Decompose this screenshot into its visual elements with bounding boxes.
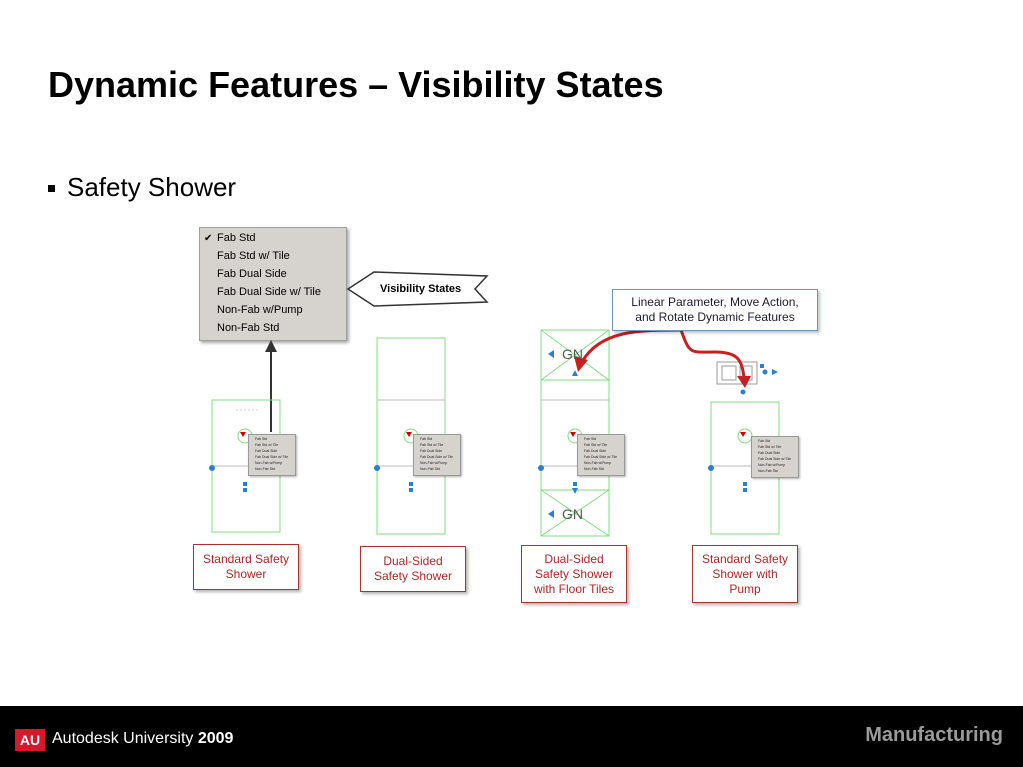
red-arrow-to-tiles: [580, 328, 682, 363]
mini-item: Non-Fab Std: [758, 469, 778, 473]
mini-item: Fab Dual Side w/ Tile: [420, 455, 454, 459]
bullet-square-icon: [48, 185, 55, 192]
caption-line: Standard Safety: [202, 552, 290, 566]
blue-grip-2b-icon: [409, 482, 413, 486]
menu-item-fab-dual-side-tile[interactable]: Fab Dual Side w/ Tile: [217, 286, 321, 298]
mini-item: Fab Std: [255, 437, 268, 441]
blue-grip-3b-icon: [573, 482, 577, 486]
blue-grip-4b-icon: [743, 482, 747, 486]
mini-menu-3[interactable]: Fab Std Fab Std w/ Tile Fab Dual Side Fa…: [577, 434, 625, 476]
mini-item: Fab Std w/ Tile: [758, 445, 782, 449]
drawing-dual-sided-tiles: [540, 329, 610, 537]
mini-item: Non-Fab Std: [420, 467, 440, 471]
gn-label-bottom: GN: [562, 506, 583, 522]
blue-grip-2-icon: [374, 465, 380, 471]
au-logo: AU: [15, 729, 45, 751]
brand-text: Autodesk University: [52, 730, 194, 747]
blue-grip-1-icon: [209, 465, 215, 471]
linear-callout-line2: and Rotate Dynamic Features: [635, 310, 795, 324]
grip-3-bottom-up-icon: [572, 488, 578, 494]
blue-grip-1c-icon: [243, 488, 247, 492]
blue-grip-2c-icon: [409, 488, 413, 492]
menu-item-fab-std[interactable]: Fab Std: [217, 232, 256, 244]
caption-line: Shower with: [712, 566, 778, 581]
red-grip-4-icon: [740, 432, 746, 437]
up-arrow-head-icon: [265, 340, 277, 352]
mini-item: Fab Dual Side: [255, 449, 278, 453]
mini-item: Fab Std w/ Tile: [420, 443, 444, 447]
track-label: Manufacturing: [865, 724, 1003, 746]
pump-symbol: [716, 361, 758, 385]
mini-item: Fab Dual Side: [420, 449, 443, 453]
blue-grip-3-icon: [538, 465, 544, 471]
brand-name: Autodesk University 2009: [52, 730, 233, 748]
diagram-graphics: [209, 271, 780, 537]
brand-year: 2009: [197, 730, 234, 747]
linear-callout-line1: Linear Parameter, Move Action,: [631, 295, 799, 309]
mini-item: Fab Std: [758, 439, 771, 443]
red-grip-1-icon: [240, 432, 246, 437]
caption-standard-shower: Standard Safety Shower: [193, 544, 299, 590]
visibility-states-menu[interactable]: ✔ Fab Std Fab Std w/ Tile Fab Dual Side …: [199, 227, 347, 341]
mini-item: Fab Dual Side w/ Tile: [584, 455, 618, 459]
pump-grip-d-icon: [760, 364, 764, 368]
mini-item: Fab Dual Side w/ Tile: [758, 457, 792, 461]
pump-grip-c-icon: [772, 369, 778, 375]
mini-item: Non-Fab Std: [584, 467, 604, 471]
caption-line: Safety Shower: [373, 569, 453, 583]
caption-line: Dual-Sided: [383, 554, 443, 568]
grip-3-top-down-icon: [572, 370, 578, 376]
mini-item: Fab Std: [420, 437, 433, 441]
menu-item-non-fab-std[interactable]: Non-Fab Std: [217, 322, 280, 334]
blue-grip-4c-icon: [743, 488, 747, 492]
pump-grip-a-icon: [740, 389, 746, 395]
mini-item: Non-Fab w/Pump: [584, 461, 612, 465]
caption-line: Safety Shower: [534, 566, 614, 581]
mini-item: Non-Fab w/Pump: [420, 461, 448, 465]
linear-parameter-callout: Linear Parameter, Move Action, and Rotat…: [612, 289, 818, 331]
mini-item: Non-Fab Std: [255, 467, 275, 471]
red-arrow-to-pump-head-icon: [737, 376, 751, 388]
blue-grip-1b-icon: [243, 482, 247, 486]
grip-3-bottom-left-icon: [548, 510, 554, 518]
gn-label-top: GN: [562, 346, 583, 362]
mini-item: Fab Dual Side: [758, 451, 781, 455]
slide-title: Dynamic Features – Visibility States: [48, 64, 664, 105]
caption-shower-pump: Standard Safety Shower with Pump: [692, 545, 798, 603]
red-grip-3-icon: [570, 432, 576, 437]
caption-dual-sided-shower: Dual-Sided Safety Shower: [360, 546, 466, 592]
visibility-states-label: Visibility States: [380, 283, 462, 295]
blue-grip-4-icon: [708, 465, 714, 471]
mini-item: Fab Std: [584, 437, 597, 441]
mini-item: Fab Dual Side w/ Tile: [255, 455, 289, 459]
menu-item-fab-std-tile[interactable]: Fab Std w/ Tile: [217, 250, 290, 262]
mini-menu-4[interactable]: Fab Std Fab Std w/ Tile Fab Dual Side Fa…: [751, 436, 799, 478]
caption-line: with Floor Tiles: [533, 581, 615, 596]
checkmark-icon: ✔: [204, 233, 213, 244]
caption-line: Standard Safety: [701, 551, 789, 566]
red-arrow-to-tiles-head-icon: [574, 356, 588, 372]
grip-3-top-left-icon: [548, 350, 554, 358]
caption-line: Shower: [225, 567, 267, 581]
mini-item: Fab Std w/ Tile: [255, 443, 279, 447]
mini-item: Non-Fab w/Pump: [758, 463, 786, 467]
bullet-item: Safety Shower: [48, 172, 236, 203]
menu-item-fab-dual-side[interactable]: Fab Dual Side: [217, 268, 287, 280]
visibility-states-arrow-callout: [346, 271, 489, 307]
red-grip-2-icon: [406, 432, 412, 437]
mini-item: Fab Dual Side: [584, 449, 607, 453]
caption-line: Pump: [729, 581, 761, 596]
mini-item: Non-Fab w/Pump: [255, 461, 283, 465]
footer-bar: AU Autodesk University 2009 Manufacturin…: [0, 706, 1023, 767]
menu-item-non-fab-pump[interactable]: Non-Fab w/Pump: [217, 304, 303, 316]
bullet-text: Safety Shower: [67, 172, 237, 202]
mini-item: Fab Std w/ Tile: [584, 443, 608, 447]
mini-menu-2[interactable]: Fab Std Fab Std w/ Tile Fab Dual Side Fa…: [413, 434, 461, 476]
red-arrow-to-pump: [679, 329, 746, 379]
caption-line: Dual-Sided: [544, 551, 604, 566]
caption-dual-sided-tiles: Dual-Sided Safety Shower with Floor Tile…: [521, 545, 627, 603]
pump-grip-b-icon: [762, 369, 768, 375]
mini-menu-1[interactable]: Fab Std Fab Std w/ Tile Fab Dual Side Fa…: [248, 434, 296, 476]
